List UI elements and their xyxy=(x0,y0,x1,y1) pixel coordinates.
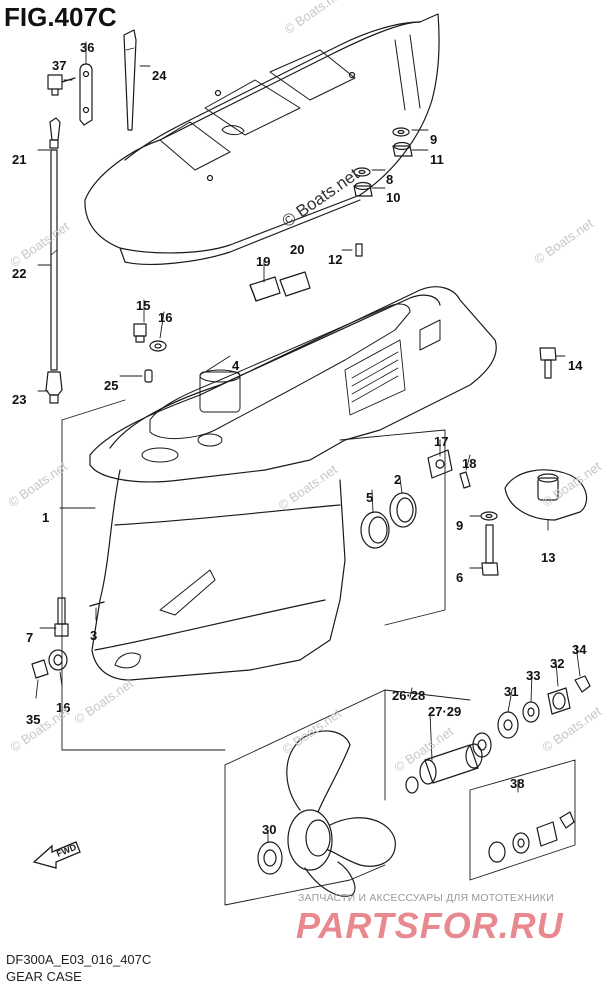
callout-number: 14 xyxy=(568,358,583,373)
callout-number: 9 xyxy=(430,132,438,147)
assembly-frame xyxy=(61,399,576,906)
callout-number: 36 xyxy=(80,40,95,55)
bolt-7 xyxy=(54,597,69,637)
bolt-14 xyxy=(539,347,557,379)
callout-number: 20 xyxy=(290,242,305,257)
cable-tie-24 xyxy=(123,29,137,131)
plug-15 xyxy=(133,323,147,343)
callout-number: 38 xyxy=(510,776,525,791)
callout-number: 34 xyxy=(572,642,587,657)
propeller-26 xyxy=(257,730,396,897)
callout-number: 32 xyxy=(550,656,565,671)
bolt-18 xyxy=(459,471,471,489)
callout-number: 24 xyxy=(152,68,167,83)
pin-3 xyxy=(89,601,105,607)
callout-number: 11 xyxy=(430,152,444,167)
callout-number: 21 xyxy=(12,152,27,167)
callout-number: 23 xyxy=(12,392,27,407)
figure-title: FIG.407C xyxy=(4,2,117,32)
bolt-37 xyxy=(47,74,76,96)
gear-case-housing xyxy=(89,286,497,681)
bushing-27 xyxy=(419,743,483,785)
pin-12 xyxy=(355,243,363,257)
spacer-31 xyxy=(497,711,519,739)
callout-number: 6 xyxy=(456,570,464,585)
callout-number: 26·28 xyxy=(392,688,426,703)
callout-number: 9 xyxy=(456,518,464,533)
callout-number: 7 xyxy=(26,630,34,645)
site-logo: PARTSFOR.RU xyxy=(296,905,564,946)
seal-5 xyxy=(360,511,390,549)
nut-32 xyxy=(547,687,571,715)
callout-number: 1 xyxy=(42,510,50,525)
kit-38 xyxy=(488,811,575,863)
seal-2 xyxy=(389,492,417,528)
callout-number: 3 xyxy=(90,628,98,643)
callout-number: 19 xyxy=(256,254,271,269)
anode-17 xyxy=(427,449,453,479)
cotter-pin-34 xyxy=(574,675,591,693)
callout-number: 31 xyxy=(504,684,519,699)
washer-29 xyxy=(405,776,419,794)
washer-9-top xyxy=(392,127,410,137)
diagram-name: GEAR CASE xyxy=(6,969,82,984)
washer-33 xyxy=(522,701,540,723)
callout-number: 22 xyxy=(12,266,27,281)
callout-number: 5 xyxy=(366,490,374,505)
shift-rod xyxy=(45,117,63,404)
anode-20 xyxy=(279,271,311,297)
callout-number: 25 xyxy=(104,378,119,393)
gasket-16 xyxy=(149,340,167,352)
callout-number: 17 xyxy=(434,434,449,449)
leader-lines xyxy=(35,41,581,843)
callout-number: 16 xyxy=(56,700,71,715)
washer-8 xyxy=(353,167,371,177)
callout-number: 35 xyxy=(26,712,41,727)
plug-35 xyxy=(31,659,49,679)
washer-9-mid xyxy=(480,511,498,521)
bolt-6 xyxy=(481,524,499,576)
callout-number: 16 xyxy=(158,310,173,325)
nut-10 xyxy=(353,181,373,197)
bracket-36 xyxy=(79,63,93,126)
anode-19 xyxy=(249,276,281,302)
diagram-code: DF300A_E03_016_407C xyxy=(6,952,152,967)
pin-25 xyxy=(144,369,153,383)
callout-number: 37 xyxy=(52,58,67,73)
callout-number: 10 xyxy=(386,190,401,205)
gear-case-cover xyxy=(84,13,440,265)
site-tagline: ЗАПЧАСТИ И АКСЕССУАРЫ ДЛЯ МОТОТЕХНИКИ xyxy=(298,892,554,904)
callout-number: 27·29 xyxy=(428,704,462,719)
nut-11 xyxy=(392,141,413,157)
gasket-16-lower xyxy=(48,649,68,671)
callout-number: 12 xyxy=(328,252,343,267)
callout-number: 13 xyxy=(541,550,556,565)
callout-number: 15 xyxy=(136,298,151,313)
callout-number: 33 xyxy=(526,668,541,683)
fwd-arrow-icon: FWD xyxy=(32,841,81,869)
callout-number: 18 xyxy=(462,456,477,471)
washer-29b xyxy=(472,732,492,758)
callout-number: 30 xyxy=(262,822,277,837)
callout-number: 2 xyxy=(394,472,402,487)
callout-number: 8 xyxy=(386,172,394,187)
callout-number: 4 xyxy=(232,358,240,373)
trim-tab-13 xyxy=(504,469,588,521)
